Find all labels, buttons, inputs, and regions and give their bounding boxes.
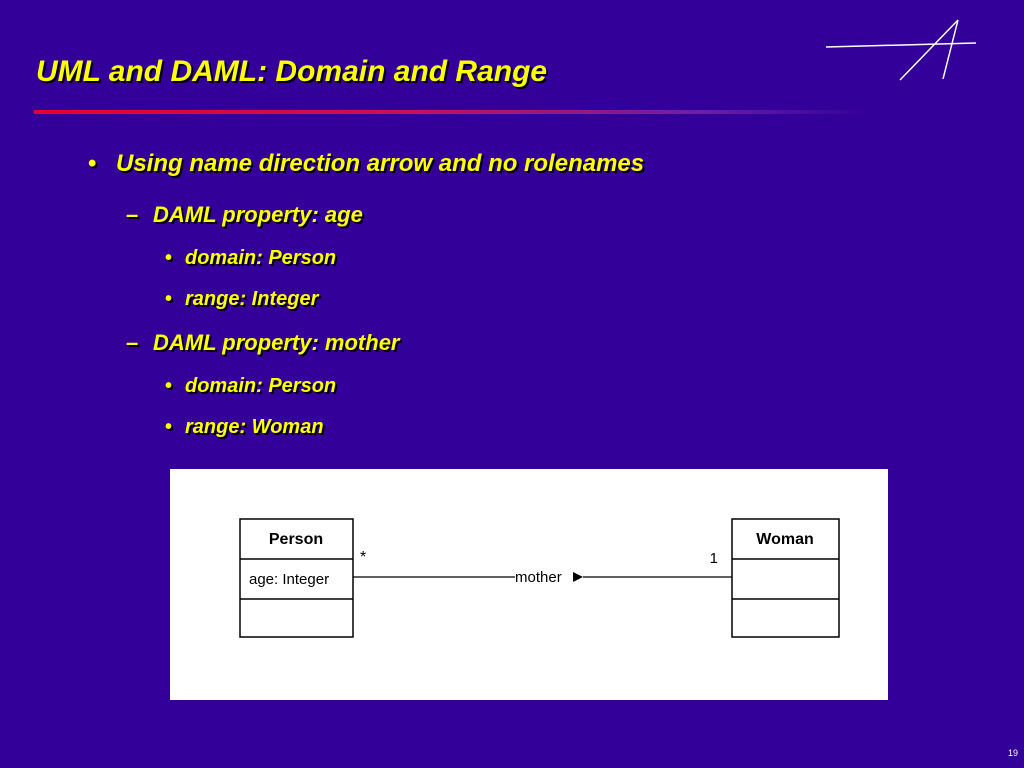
class-name-woman: Woman: [756, 531, 813, 548]
uml-diagram-panel: Person age: Integer Woman mother * 1: [170, 469, 888, 700]
page-number: 19: [1007, 748, 1018, 758]
bullet-text: domain: Person: [185, 375, 337, 397]
bullet-text: range: Woman: [185, 416, 324, 438]
company-logo-icon: [826, 19, 976, 81]
bullet-item: • range: Woman: [165, 416, 324, 439]
bullet-marker: •: [165, 288, 173, 310]
bullet-marker: –: [126, 202, 139, 227]
bullet-marker: •: [165, 247, 173, 269]
bullet-text: domain: Person: [185, 247, 337, 269]
multiplicity-source: *: [360, 549, 366, 566]
bullet-item: – DAML property: mother: [126, 330, 400, 356]
bullet-marker: –: [126, 330, 139, 355]
uml-class-woman: Woman: [731, 518, 840, 638]
bullet-text: DAML property: mother: [153, 330, 400, 355]
association-name-label: mother: [515, 569, 562, 586]
bullet-item: • domain: Person: [165, 247, 337, 270]
bullet-item: • domain: Person: [165, 375, 337, 398]
bullet-item: • range: Integer: [165, 288, 319, 311]
bullet-text: DAML property: age: [153, 202, 363, 227]
title-divider: [34, 110, 870, 114]
bullet-marker: •: [165, 375, 173, 397]
slide-title: UML and DAML: Domain and Range: [36, 55, 548, 88]
multiplicity-target: 1: [710, 550, 718, 567]
bullet-marker: •: [88, 150, 97, 177]
class-name-person: Person: [269, 531, 323, 548]
bullet-item: • Using name direction arrow and no role…: [88, 150, 645, 178]
bullet-marker: •: [165, 416, 173, 438]
uml-class-diagram: Person age: Integer Woman mother * 1: [239, 518, 840, 638]
name-direction-arrow-icon: [573, 572, 583, 582]
class-attribute-age: age: Integer: [249, 571, 329, 588]
association-mother: mother * 1: [353, 549, 732, 586]
bullet-item: – DAML property: age: [126, 202, 363, 228]
bullet-text: Using name direction arrow and no rolena…: [116, 150, 645, 177]
bullet-text: range: Integer: [185, 288, 319, 310]
uml-class-person: Person age: Integer: [239, 518, 354, 638]
